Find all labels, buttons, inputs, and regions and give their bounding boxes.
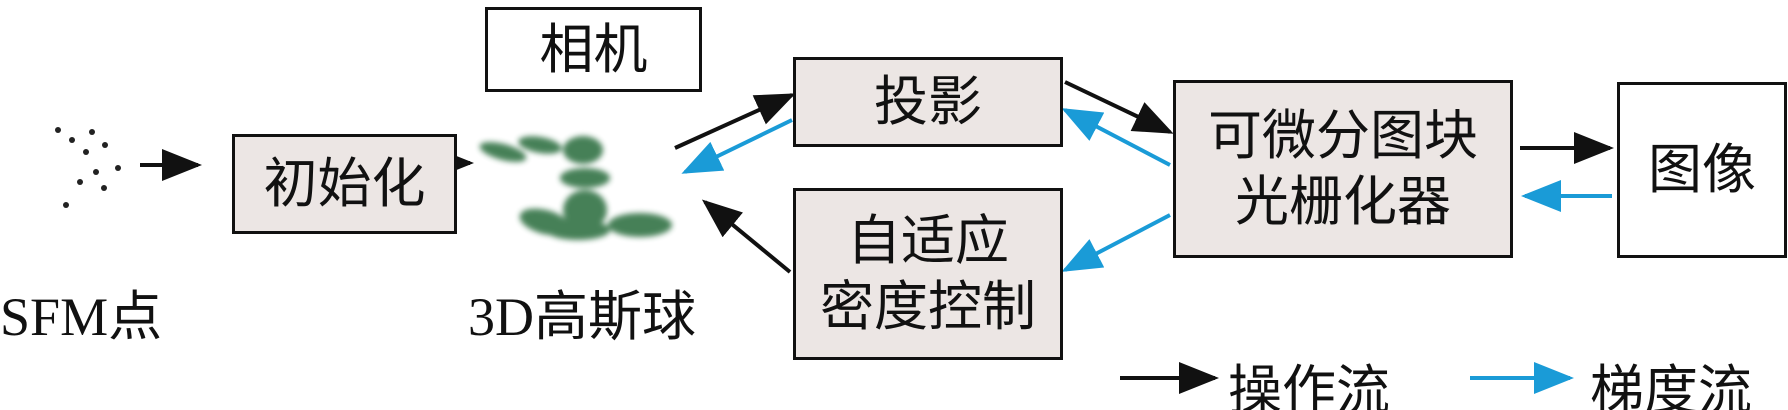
gaussians-label: 3D高斯球 [468, 287, 696, 347]
image-label: 图像 [1648, 138, 1756, 201]
rasterizer-label-line1: 可微分图块 [1208, 104, 1478, 167]
gradient-projection-to-gaussians [681, 118, 793, 174]
image-box: 图像 [1617, 82, 1787, 258]
adaptive-label-line1: 自适应 [847, 209, 1009, 272]
arrow-gaussians-to-projection [674, 93, 796, 150]
gradient-rasterizer-to-adaptive [1061, 213, 1171, 272]
gaussian-splats-icon [479, 136, 672, 240]
adaptive-density-box: 自适应 密度控制 [793, 188, 1063, 360]
arrow-adaptive-to-gaussians [701, 199, 792, 274]
rasterizer-label-line2: 光栅化器 [1235, 170, 1451, 233]
rasterizer-box: 可微分图块 光栅化器 [1173, 80, 1513, 258]
init-box: 初始化 [232, 134, 457, 234]
arrow-projection-to-rasterizer [1064, 80, 1174, 134]
projection-box: 投影 [793, 57, 1063, 147]
sfm-points-icon [55, 127, 121, 208]
legend-gradient-label: 梯度流 [1590, 361, 1752, 410]
projection-label: 投影 [874, 70, 982, 133]
sfm-label: SFM点 [0, 287, 163, 347]
legend-operation-label: 操作流 [1228, 361, 1390, 410]
gradient-rasterizer-to-projection [1061, 108, 1171, 167]
init-label: 初始化 [263, 152, 426, 215]
camera-label: 相机 [539, 17, 648, 81]
camera-box: 相机 [485, 7, 702, 92]
adaptive-label-line2: 密度控制 [820, 275, 1036, 338]
